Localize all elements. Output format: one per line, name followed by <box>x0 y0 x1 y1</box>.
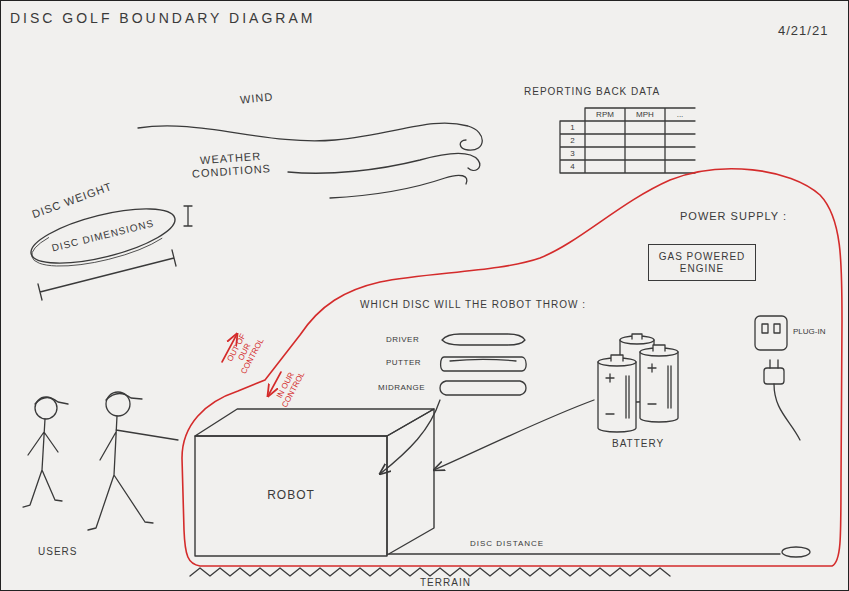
battery-symbol <box>606 374 629 418</box>
table-cell: ... <box>665 108 695 121</box>
landed-disc <box>782 547 810 557</box>
table-cell: 1 <box>560 121 585 134</box>
table-title: REPORTING BACK DATA <box>524 86 660 98</box>
terrain-line <box>190 568 670 576</box>
battery-symbol <box>598 362 636 432</box>
distance-label: DISC DISTANCE <box>470 539 544 548</box>
driver-profile <box>442 334 525 345</box>
plug-cord <box>774 384 800 440</box>
plug-label: PLUG-IN <box>793 327 825 336</box>
wind-line <box>330 175 467 198</box>
date-note: 4/21/21 <box>778 24 828 39</box>
disc-type-label: DRIVER <box>386 335 419 344</box>
terrain-label: TERRAIN <box>420 577 471 589</box>
battery-label: BATTERY <box>612 438 664 450</box>
table-cell: 4 <box>560 160 585 173</box>
plug-symbol <box>764 368 784 384</box>
control-boundary <box>182 169 842 566</box>
midrange-profile <box>440 381 526 395</box>
disc-type-label: PUTTER <box>386 358 421 367</box>
table-cell: RPM <box>585 108 625 121</box>
boundary-label: IN OUR CONTROL <box>270 362 309 414</box>
table-cell: 2 <box>560 134 585 147</box>
outlet-symbol <box>755 316 787 350</box>
table-cell: 3 <box>560 147 585 160</box>
battery-symbol <box>640 352 678 422</box>
robot-box <box>387 409 434 555</box>
putter-profile <box>441 357 527 371</box>
wind-line <box>288 154 480 174</box>
outlet-symbol <box>774 324 780 333</box>
engine-box: GAS POWERED ENGINE <box>648 244 756 281</box>
weather-label: WIND <box>239 90 273 106</box>
power-arrow <box>434 400 594 470</box>
outlet-symbol <box>762 324 768 333</box>
table-grid <box>560 108 695 173</box>
user-figure <box>23 397 68 507</box>
thickness-mark <box>184 206 192 226</box>
battery-symbol <box>598 334 678 432</box>
dimension-line <box>38 250 176 300</box>
power-label: POWER SUPPLY : <box>680 210 787 223</box>
boundary-label: OUT OF OUR CONTROL <box>223 326 268 379</box>
robot-box <box>195 409 434 436</box>
robot-box <box>195 408 435 556</box>
wind-line <box>138 123 482 150</box>
control-boundary <box>182 169 842 566</box>
node-text: GAS POWERED ENGINE <box>658 251 746 274</box>
plug-symbol <box>770 360 778 368</box>
user-figure <box>88 393 178 530</box>
pencil-art <box>23 108 810 576</box>
weather-label: WEATHER CONDITIONS <box>185 149 277 180</box>
robot-box: ROBOT <box>195 408 435 556</box>
users-label: USERS <box>38 546 77 558</box>
table-cell: MPH <box>625 108 665 121</box>
battery-symbol <box>648 364 671 408</box>
robot-box <box>195 436 387 556</box>
disc-type-label: MIDRANGE <box>378 383 425 392</box>
battery-symbol <box>653 345 665 351</box>
diagram-title: DISC GOLF BOUNDARY DIAGRAM <box>10 10 315 26</box>
battery-symbol <box>611 355 623 361</box>
battery-symbol <box>632 334 642 339</box>
distance-line <box>389 553 780 554</box>
node-text: ROBOT <box>267 489 316 503</box>
question-label: WHICH DISC WILL THE ROBOT THROW : <box>360 299 586 311</box>
